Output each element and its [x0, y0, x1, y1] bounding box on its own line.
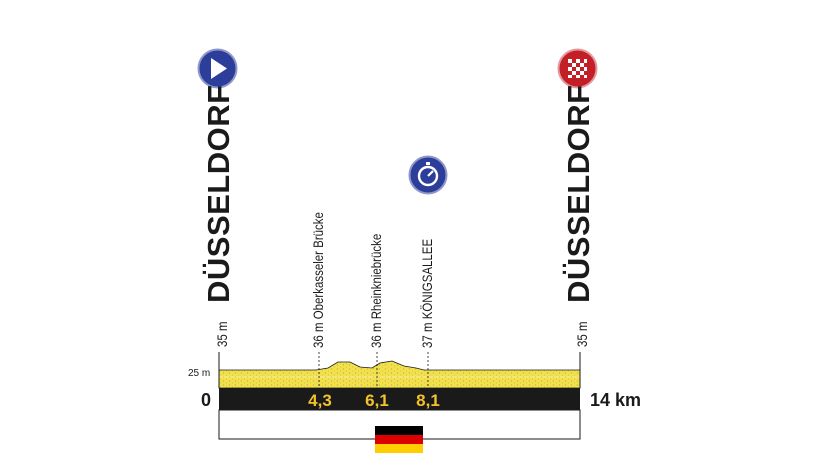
waypoint-km: 4,3: [308, 391, 332, 410]
stopwatch-icon: [408, 155, 448, 195]
altitude-scale-label: 25 m: [188, 368, 211, 379]
road-band: [219, 388, 580, 410]
profile-fill: [218, 360, 581, 389]
km-end-label: 14 km: [590, 390, 642, 410]
km-start-label: 0: [201, 390, 212, 410]
waypoint-km: 6,1: [365, 391, 389, 410]
waypoint-km: 8,1: [416, 391, 440, 410]
start-arrow-icon: [197, 48, 238, 89]
finish-checkered-flag-icon: [557, 48, 598, 89]
germany-flag-icon: [375, 426, 423, 453]
